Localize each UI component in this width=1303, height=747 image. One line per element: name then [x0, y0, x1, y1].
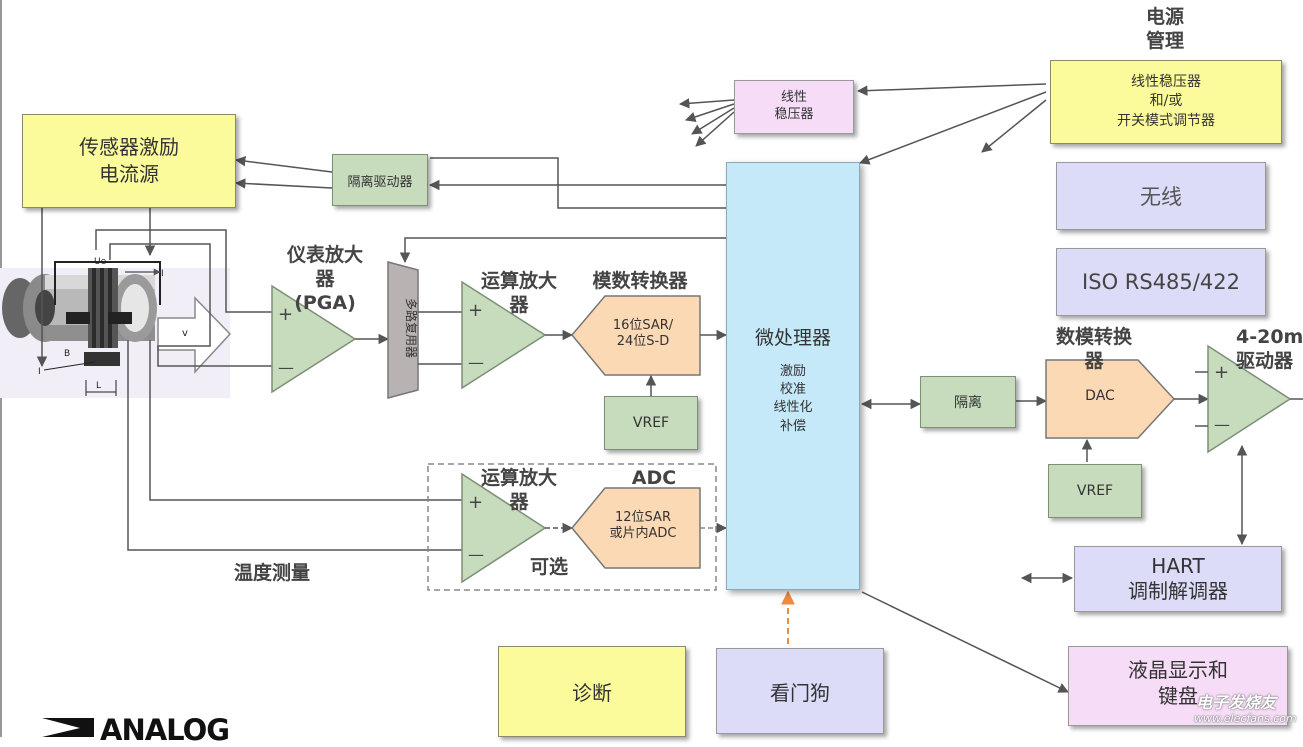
inst-amp-symbol — [271, 284, 357, 394]
dac-title: 数模转换 器 — [1055, 326, 1132, 372]
adc-opt-label: 12位SAR 或片内ADC — [609, 510, 677, 542]
microprocessor-block: 微处理器 激励 校准 线性化 补偿 — [726, 162, 860, 590]
mcu-functions: 激励 校准 线性化 补偿 — [773, 364, 813, 434]
opamp-main-minus: — — [468, 353, 484, 372]
temp-measure-label: 温度测量 — [233, 562, 310, 584]
flow-v-label: v — [182, 328, 188, 339]
mux-symbol — [387, 261, 419, 399]
mcu-title: 微处理器 — [754, 327, 831, 349]
sensor-i-bottom-label: I — [38, 367, 41, 377]
sensor-i-top-label: I — [161, 269, 164, 279]
flow-arrow — [157, 296, 232, 374]
isolation-block: 隔离 — [920, 376, 1016, 428]
output-amp-plus: + — [1214, 362, 1229, 383]
iso-rs485-block: ISO RS485/422 — [1056, 248, 1266, 316]
adc-opt-symbol — [571, 487, 701, 569]
dac-label: DAC — [1085, 388, 1115, 404]
adc-main-label: 16位SAR/ 24位S-D — [612, 318, 674, 350]
opamp-opt-plus: + — [468, 492, 483, 513]
wireless-block: 无线 — [1056, 162, 1266, 230]
inst-amp-label: 仪表放大 器 (PGA) — [286, 244, 363, 314]
vref-main-block: VREF — [604, 396, 698, 450]
isolation-driver-block: 隔离驱动器 — [332, 154, 428, 206]
optional-region — [427, 463, 717, 591]
sensor-b-label: B — [64, 349, 70, 359]
opamp-main-symbol — [461, 280, 547, 390]
output-amp-minus: — — [1214, 415, 1230, 434]
power-regulator-block: 线性稳压器 和/或 开关模式调节器 — [1050, 60, 1282, 144]
diagnostics-block: 诊断 — [498, 646, 686, 737]
flow-sensor-illustration: Ue I B I L v — [0, 257, 232, 398]
watermark-name: 电子发烧友 — [1196, 693, 1277, 712]
inst-amp-plus: + — [278, 304, 293, 325]
adc-main-title: 模数转换器 — [592, 270, 688, 292]
lcd-keyboard-block: 液晶显示和 键盘 — [1068, 646, 1288, 726]
sensor-excitation-source-block: 传感器激励 电流源 — [22, 114, 236, 208]
dac-symbol — [1045, 359, 1176, 439]
hart-modem-block: HART 调制解调器 — [1074, 546, 1282, 612]
opamp-main-plus: + — [468, 300, 483, 321]
mux-label: 多路复用器 — [404, 298, 419, 358]
analog-devices-logo: ANALOG — [100, 713, 230, 747]
opamp-main-label: 运算放大 器 — [480, 270, 557, 316]
optional-label: 可选 — [529, 556, 568, 578]
opamp-opt-label: 运算放大 器 — [480, 467, 557, 513]
watermark-url: www.elecfans.com — [1194, 712, 1297, 725]
sensor-ue-label: Ue — [94, 257, 107, 267]
output-driver-title: 4-20mA 驱动器 — [1236, 326, 1303, 372]
inst-amp-minus: — — [278, 358, 294, 377]
power-management-label: 电源 管理 — [1145, 6, 1184, 52]
watchdog-block: 看门狗 — [716, 648, 884, 734]
sensor-l-label: L — [96, 381, 101, 391]
adc-opt-title: ADC — [631, 467, 677, 489]
output-amp-symbol — [1207, 344, 1292, 454]
opamp-opt-minus: — — [468, 545, 484, 564]
vref-dac-block: VREF — [1048, 464, 1142, 518]
linear-regulator-block: 线性 稳压器 — [734, 80, 854, 134]
opamp-opt-symbol — [461, 472, 547, 584]
